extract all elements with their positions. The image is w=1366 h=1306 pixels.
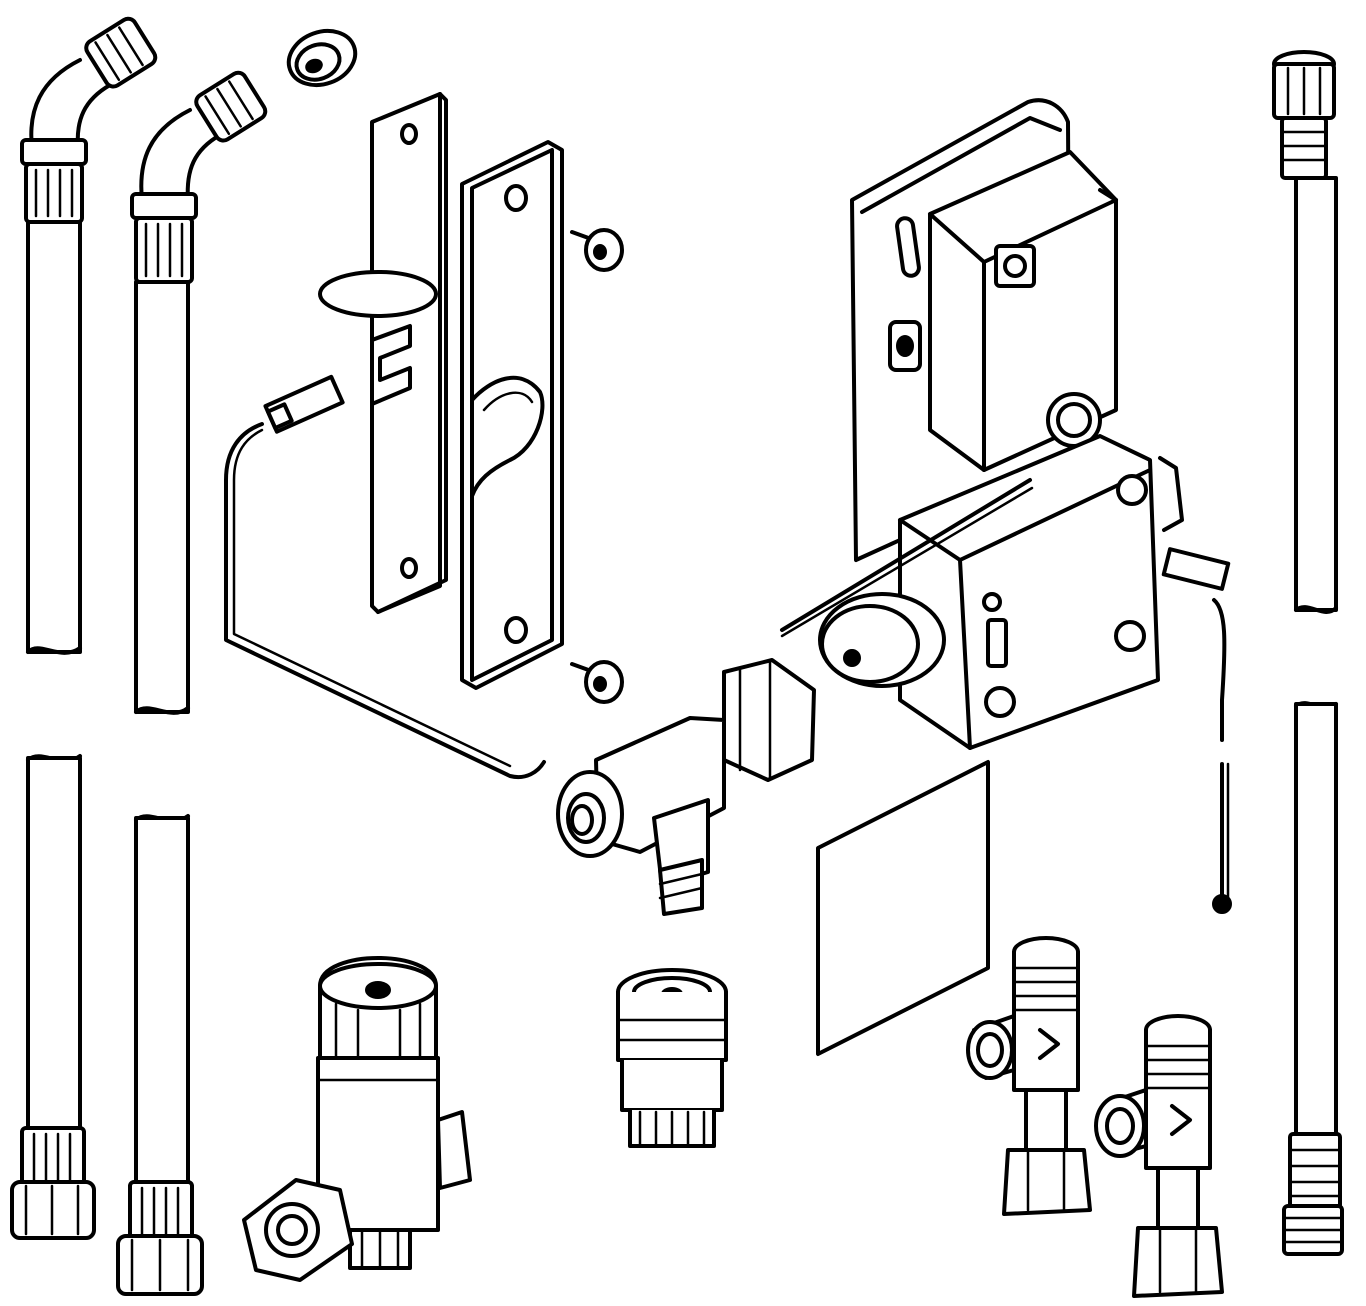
- temperature-probe: [1212, 762, 1232, 914]
- grommet: [286, 28, 358, 88]
- sensor-cable: [224, 374, 546, 779]
- solenoid-valve-body: [780, 434, 1231, 750]
- angle-valve: [556, 658, 816, 916]
- screw-lower: [570, 660, 624, 704]
- thermostatic-mixing-valve: [242, 270, 472, 1282]
- tee-fitting-lower: [1094, 1014, 1224, 1298]
- bent-hose-left: [10, 16, 158, 1240]
- gasket-plate: [370, 92, 448, 614]
- screw-upper: [570, 228, 624, 272]
- bent-hose-right: [116, 70, 268, 1296]
- straight-hose: [1272, 50, 1344, 1256]
- tee-fitting-upper: [966, 936, 1092, 1216]
- electronic-control-box: [850, 98, 1118, 562]
- square-gasket: [816, 760, 990, 1056]
- check-valve-cartridge: [616, 968, 728, 1148]
- mounting-plate: [460, 140, 564, 690]
